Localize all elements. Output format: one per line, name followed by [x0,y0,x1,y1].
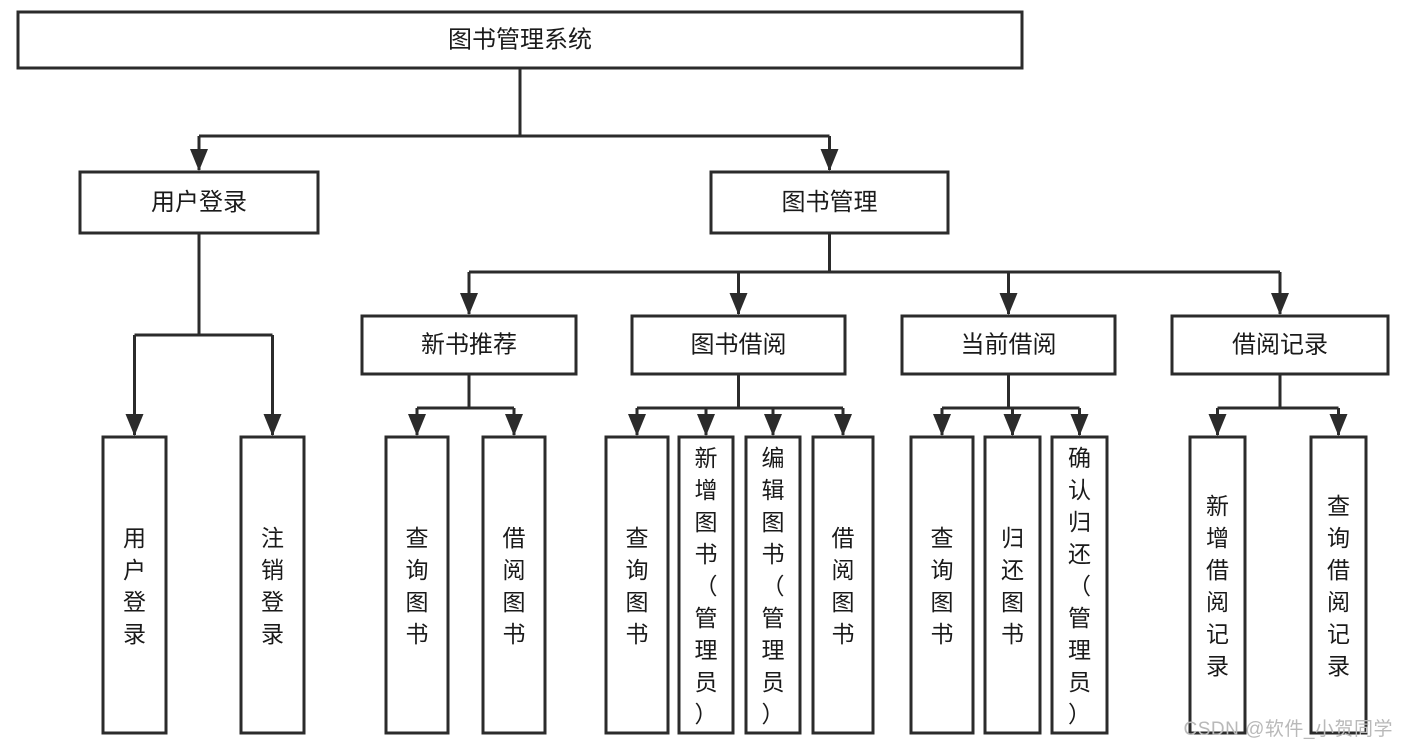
node-label: 查询图书 [931,525,954,647]
node-box[interactable] [811,435,875,735]
node-box[interactable] [900,314,1117,376]
node-box[interactable] [239,435,306,735]
node-leaf-1[interactable]: 注销登录 [239,435,306,735]
node-level3-3[interactable]: 借阅记录 [1170,314,1390,376]
node-leaf-10[interactable]: 确认归还（管理员） [1050,435,1109,735]
arrow-head-icon [1003,414,1022,436]
arrow-head-icon [820,149,839,171]
arrow-head-icon [190,149,208,171]
node-box[interactable] [909,435,975,735]
node-leaf-6[interactable]: 编辑图书（管理员） [744,435,802,735]
arrow-head-icon [628,414,646,436]
node-leaf-11[interactable]: 新增借阅记录 [1188,435,1247,735]
node-box[interactable] [1050,435,1109,735]
arrow-head-icon [999,293,1018,315]
node-leaf-8[interactable]: 查询图书 [909,435,975,735]
node-label: 确认归还（管理员） [1068,445,1091,727]
node-leaf-5[interactable]: 新增图书（管理员） [677,435,735,735]
connector-layer [125,68,1348,436]
node-root[interactable]: 图书管理系统 [16,10,1024,70]
node-level2-0[interactable]: 用户登录 [78,170,320,235]
arrow-head-icon [764,414,782,436]
node-label: 新书推荐 [421,331,517,358]
arrow-head-icon [1208,414,1227,436]
node-leaf-2[interactable]: 查询图书 [384,435,450,735]
arrow-head-icon [125,414,144,436]
arrow-head-icon [933,414,951,436]
arrow-head-icon [729,293,748,315]
node-box[interactable] [16,10,1024,70]
node-box[interactable] [983,435,1042,735]
node-leaf-0[interactable]: 用户登录 [101,435,168,735]
arrow-head-icon [1271,293,1289,315]
node-box[interactable] [101,435,168,735]
node-box[interactable] [78,170,320,235]
node-label: 编辑图书（管理员） [762,445,785,727]
node-label: 注销登录 [261,525,284,647]
node-label: 归还图书 [1001,525,1024,647]
node-level3-2[interactable]: 当前借阅 [900,314,1117,376]
arrow-head-icon [1070,414,1089,436]
node-box[interactable] [1309,435,1368,735]
node-box[interactable] [1188,435,1247,735]
arrow-head-icon [263,414,282,436]
node-label: 查询图书 [626,525,649,647]
node-box[interactable] [630,314,847,376]
node-label: 借阅图书 [503,525,526,647]
node-label: 查询图书 [406,525,429,647]
node-box[interactable] [1170,314,1390,376]
node-box[interactable] [384,435,450,735]
node-layer: 图书管理系统用户登录图书管理新书推荐图书借阅当前借阅借阅记录用户登录注销登录查询… [16,10,1390,735]
arrow-head-icon [697,414,715,436]
arrow-head-icon [1329,414,1348,436]
node-leaf-9[interactable]: 归还图书 [983,435,1042,735]
arrow-head-icon [408,414,426,436]
node-label: 新增借阅记录 [1206,493,1229,679]
node-level2-1[interactable]: 图书管理 [709,170,950,235]
node-level3-0[interactable]: 新书推荐 [360,314,578,376]
node-leaf-4[interactable]: 查询图书 [604,435,670,735]
arrow-head-icon [460,293,478,315]
node-label: 借阅图书 [832,525,855,647]
node-box[interactable] [744,435,802,735]
node-label: 图书管理 [782,189,878,216]
node-leaf-3[interactable]: 借阅图书 [481,435,547,735]
node-label: 当前借阅 [961,331,1057,358]
node-level3-1[interactable]: 图书借阅 [630,314,847,376]
node-label: 查询借阅记录 [1327,493,1350,679]
node-leaf-12[interactable]: 查询借阅记录 [1309,435,1368,735]
node-label: 用户登录 [151,189,247,216]
node-leaf-7[interactable]: 借阅图书 [811,435,875,735]
arrow-head-icon [834,414,852,436]
node-label: 新增图书（管理员） [695,445,718,727]
arrow-head-icon [505,414,523,436]
node-label: 借阅记录 [1232,331,1328,358]
node-label: 图书管理系统 [448,26,592,53]
node-label: 用户登录 [123,525,146,647]
node-label: 图书借阅 [691,331,787,358]
node-box[interactable] [360,314,578,376]
node-box[interactable] [604,435,670,735]
node-box[interactable] [481,435,547,735]
node-box[interactable] [677,435,735,735]
node-box[interactable] [709,170,950,235]
csdn-watermark: CSDN @软件_小贺同学 [1183,719,1393,740]
